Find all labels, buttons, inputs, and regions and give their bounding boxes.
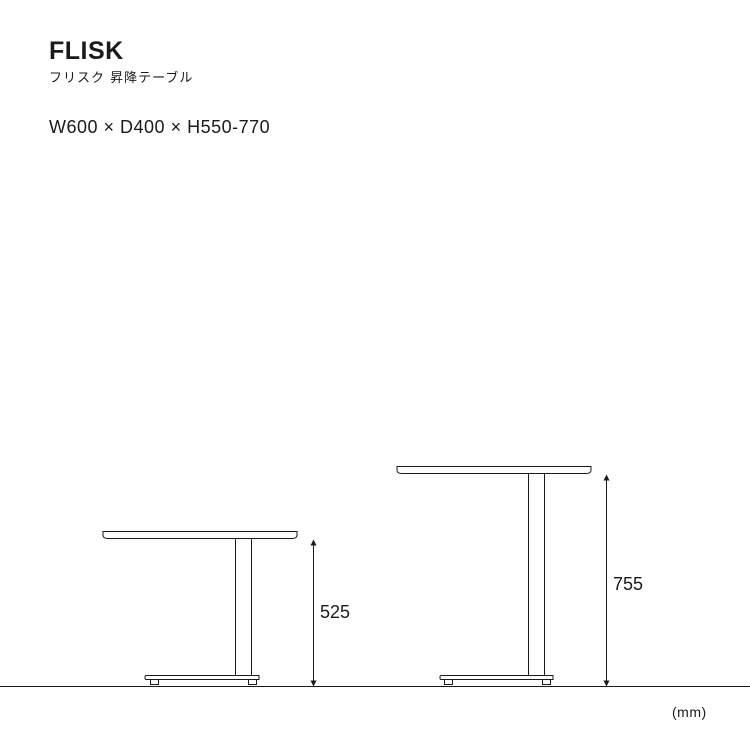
table-foot-low-left [150, 679, 159, 685]
table-base-high [439, 675, 554, 680]
unit-label: (mm) [672, 704, 707, 720]
height-arrow-high [603, 474, 610, 687]
product-header: FLISK フリスク 昇降テーブル [49, 36, 193, 88]
height-label-low: 525 [320, 602, 351, 622]
table-top-high [396, 466, 592, 474]
table-top-low [102, 531, 298, 539]
product-dimensions: W600 × D400 × H550-770 [49, 117, 271, 137]
table-base-low [144, 675, 260, 680]
table-lowest-position [102, 531, 298, 685]
table-foot-high-left [444, 679, 453, 685]
table-foot-high-right [542, 679, 551, 685]
height-arrow-low [310, 539, 317, 687]
table-foot-low-right [248, 679, 257, 685]
height-label-high: 755 [613, 574, 644, 594]
product-name: FLISK [49, 37, 124, 65]
table-highest-position [396, 466, 592, 685]
product-subtitle: フリスク 昇降テーブル [49, 71, 194, 86]
table-column-low [235, 538, 252, 676]
table-column-high [528, 473, 545, 676]
